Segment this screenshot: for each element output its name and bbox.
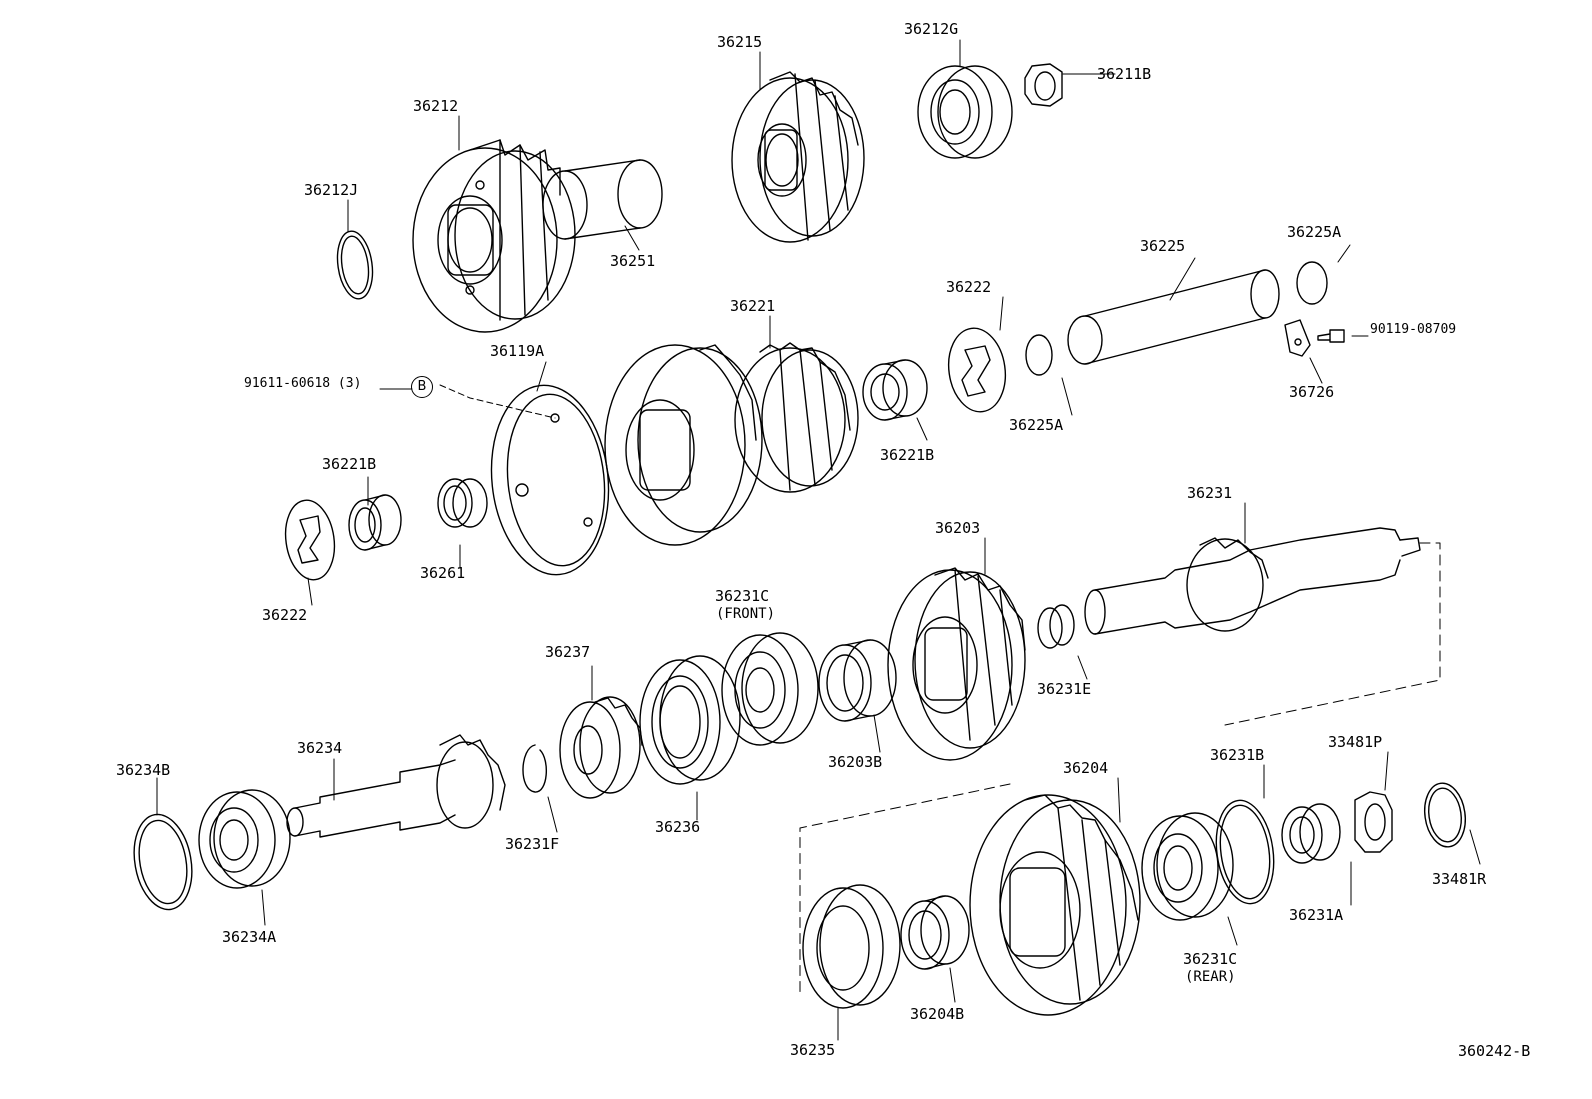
part-label: 36231E — [1037, 680, 1092, 698]
part-label: 36251 — [610, 252, 656, 270]
snap-ring-36212J — [336, 230, 374, 300]
part-label: 36225 — [1140, 237, 1186, 255]
snap-ring-36231F — [522, 744, 547, 793]
part-label: 36204B — [910, 1005, 965, 1023]
bearing-36231C-rear — [1141, 812, 1234, 921]
part-label: 36234B — [116, 761, 171, 779]
needle-bearing-36203B — [818, 639, 897, 722]
part-label: 36231A — [1289, 906, 1344, 924]
part-label: 36231C — [1183, 950, 1238, 968]
snap-ring-36234B — [133, 813, 193, 911]
leader-lines — [156, 39, 1481, 1041]
part-label: 36231C — [715, 587, 770, 605]
figure-code: 360242-B — [1458, 1042, 1531, 1060]
reference-marker-b: B — [411, 376, 433, 398]
part-label: 33481P — [1328, 733, 1383, 751]
gear-36203 — [887, 567, 1026, 761]
gear-36237 — [559, 696, 643, 799]
ring-33481R — [1424, 782, 1466, 848]
part-label: 36225A — [1287, 223, 1342, 241]
part-label: 36235 — [790, 1041, 836, 1059]
part-label: 91611-60618 (3) — [244, 376, 362, 391]
part-label: 36231B — [1210, 746, 1265, 764]
speedo-gear-33481P — [1354, 791, 1393, 853]
part-note: (FRONT) — [716, 606, 776, 622]
seal-36225A-mid — [1025, 334, 1053, 376]
part-label: 36222 — [946, 278, 992, 296]
spacer-36261 — [437, 478, 488, 528]
cover-36119A — [490, 384, 610, 576]
needle-bearing-36221B-lower — [348, 494, 402, 551]
part-label: 36119A — [490, 342, 545, 360]
part-label: 36221 — [730, 297, 776, 315]
part-label: 36221B — [880, 446, 935, 464]
part-label: 36212G — [904, 20, 959, 38]
part-label: 36215 — [717, 33, 763, 51]
plate-36726 — [1284, 319, 1311, 357]
part-label: 36234A — [222, 928, 277, 946]
part-label: 36222 — [262, 606, 308, 624]
part-label: 36225A — [1009, 416, 1064, 434]
hub-36235 — [802, 884, 901, 1009]
bearing-36231C-front — [721, 632, 819, 746]
part-label: 36212 — [413, 97, 459, 115]
gear-36204 — [969, 794, 1141, 1016]
nut-36211B — [1024, 63, 1063, 107]
hub-sleeve-36236 — [639, 655, 741, 785]
part-label: 36237 — [545, 643, 591, 661]
part-label: 36203B — [828, 753, 883, 771]
dashed-alignment — [799, 542, 1441, 996]
part-label: 36726 — [1289, 383, 1335, 401]
washer-36222-upper — [947, 327, 1007, 413]
shaft-36225 — [1067, 269, 1280, 365]
part-label: 36204 — [1063, 759, 1109, 777]
needle-bearing-36221B-upper — [862, 359, 928, 421]
gear-36212 — [412, 139, 576, 333]
part-note: (REAR) — [1185, 969, 1236, 985]
part-label: 36211B — [1097, 65, 1152, 83]
needle-bearing-36231E — [1037, 604, 1075, 649]
needle-bearing-36204B — [900, 895, 970, 970]
cluster-gear-36221 — [604, 342, 859, 546]
seal-36225A-top — [1296, 261, 1328, 305]
bearing-36234A — [198, 789, 291, 889]
output-shaft-36231 — [1084, 527, 1421, 635]
part-label: 36231F — [505, 835, 560, 853]
part-label: 36203 — [935, 519, 981, 537]
part-label: 36231 — [1187, 484, 1233, 502]
part-label: 90119-08709 — [1370, 322, 1457, 337]
ring-36231B — [1215, 799, 1275, 905]
part-label: 36261 — [420, 564, 466, 582]
bushing-36231A — [1281, 803, 1341, 864]
part-label: 33481R — [1432, 870, 1487, 888]
gear-36215 — [731, 71, 865, 243]
washer-36222-lower — [284, 499, 336, 581]
input-shaft-36234 — [286, 734, 506, 838]
part-label: 36234 — [297, 739, 343, 757]
part-label: 36221B — [322, 455, 377, 473]
bolt-90119-08709 — [1317, 329, 1345, 343]
sleeve-36251 — [542, 159, 663, 240]
part-label: 36236 — [655, 818, 701, 836]
part-label: 36212J — [304, 181, 359, 199]
bearing-36212G — [917, 65, 1013, 159]
